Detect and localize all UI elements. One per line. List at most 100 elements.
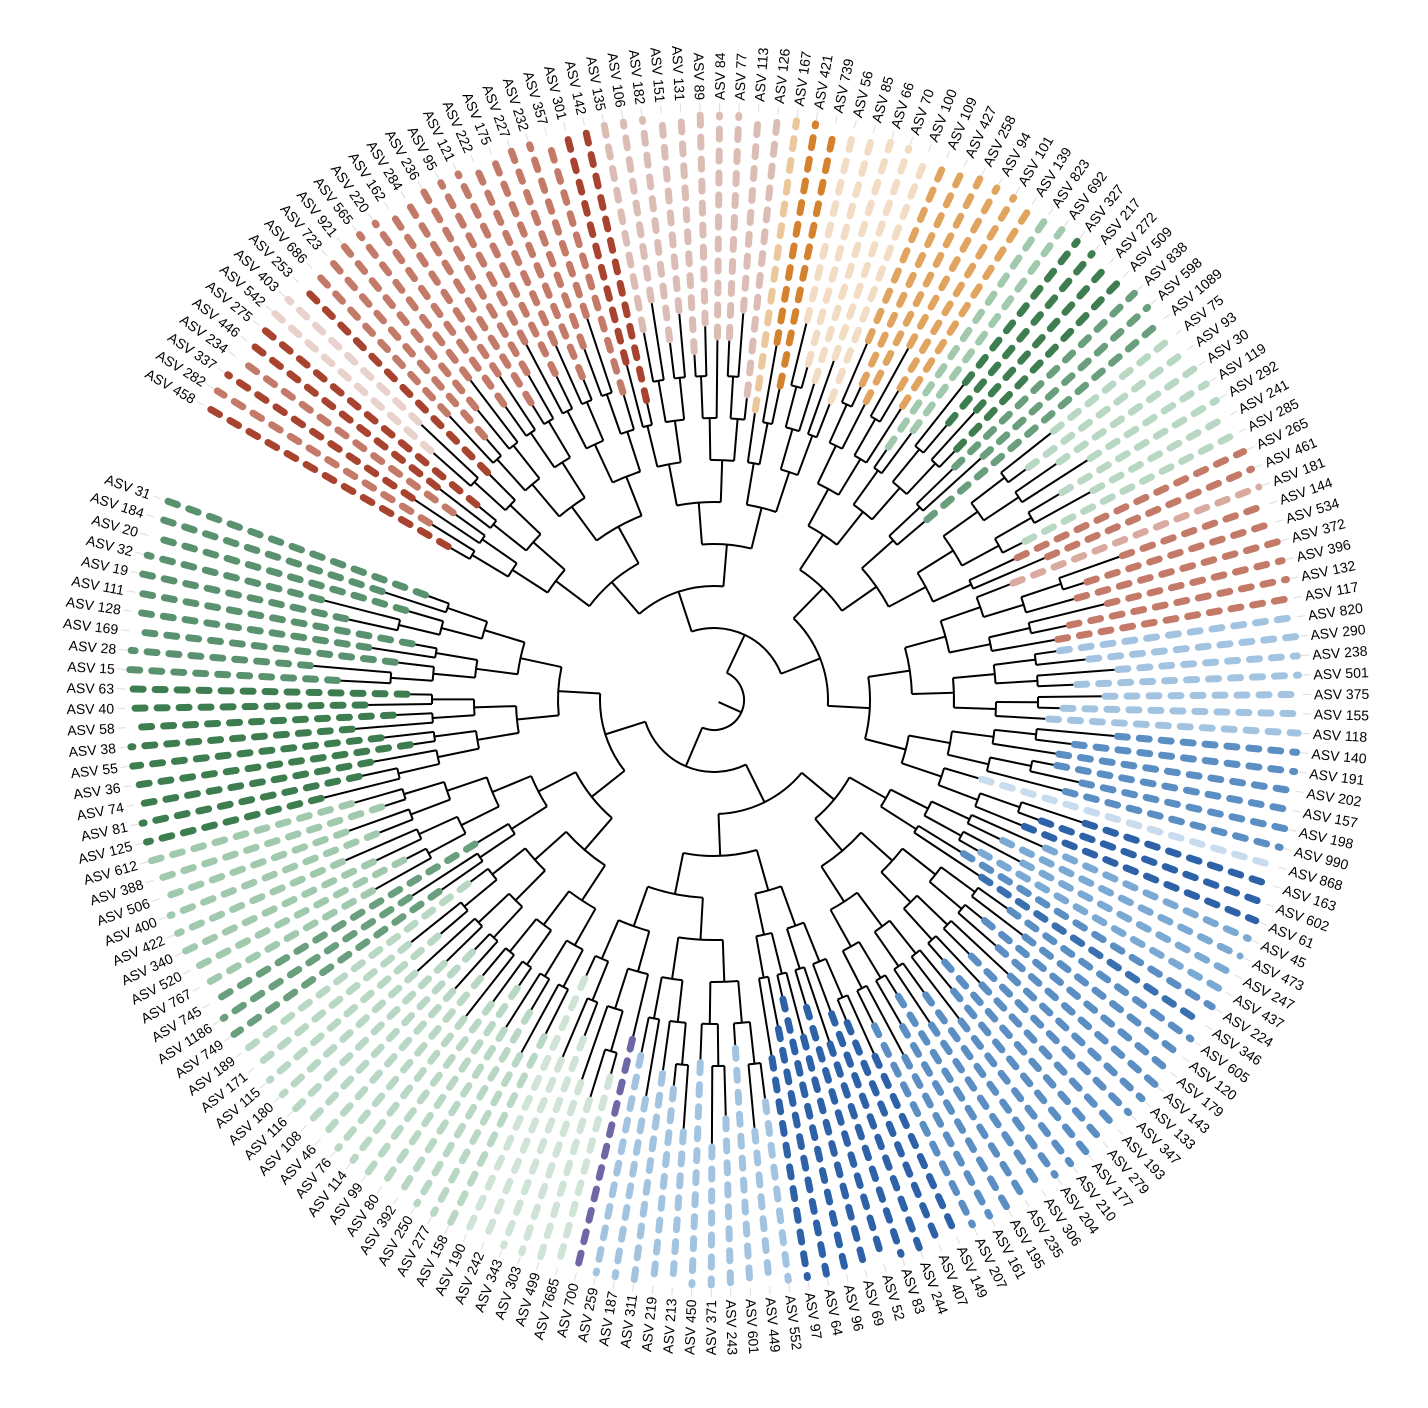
tree-branch [986,770,1066,793]
tree-node-arc [389,672,393,684]
tree-node-arc [701,671,745,731]
tree-node-arc [799,568,843,612]
tree-branch [971,895,1026,938]
leaf-tip-dash [776,124,839,390]
leaf-tip-dash [773,120,820,347]
tree-branch [672,1063,678,1090]
tree-branch [526,372,555,420]
leaf-label: ASV 311 [617,1293,640,1349]
tree-branch [593,443,614,483]
tree-branch [865,405,904,464]
leaf-tip-dash [340,243,480,412]
tree-branch [390,676,433,682]
tree-branch [880,430,915,474]
leaf-tip-dash [611,1095,650,1281]
tree-branch [911,691,954,696]
tree-branch [491,775,532,794]
tree-node-arc [443,781,452,800]
tree-branch [626,431,642,472]
leaf-tip-dash [403,198,535,407]
leaf-label: ASV 449 [763,1297,784,1354]
tree-branch [560,997,589,1061]
leaf-tip-dash [658,113,683,315]
tree-node-arc [893,962,904,971]
tree-branch [537,771,577,793]
leaf-tip-dash [1065,575,1290,629]
tree-branch [605,393,622,435]
leaf-label: ASV 238 [1312,643,1369,663]
leaf-guide-line [796,108,799,117]
tree-node-arc [504,499,516,511]
tree-branch [652,976,663,1019]
leaf-tip-dash [1019,859,1235,977]
leaf-label: ASV 64 [821,1287,846,1337]
leaf-tip-dash [843,1019,941,1245]
leaf-tip-dash [862,175,984,406]
tree-branch [786,928,801,969]
tree-branch [964,903,986,922]
leaf-guide-line [393,1196,399,1205]
leaf-guide-line [788,1284,791,1293]
leaf-tip-dash [219,894,413,1022]
leaf-guide-line [202,1003,210,1009]
leaf-tip-dash [779,995,849,1274]
leaf-guide-line [815,111,819,121]
leaf-tip-dash [581,125,650,405]
tree-branch [1007,466,1029,484]
tree-node-arc [888,535,898,546]
leaf-tip-dash [182,858,377,955]
tree-branch [922,422,950,454]
leaf-tip-dash [638,115,674,344]
leaf-guide-line [434,171,440,180]
tree-node-arc [460,901,469,912]
tree-branch [381,590,447,614]
leaf-tip-dash [396,1026,508,1198]
tree-branch [321,598,401,621]
leaf-tip-dash [127,725,356,751]
tree-node-arc [653,378,664,383]
tree-branch [971,814,1046,849]
tree-branch [509,504,542,535]
tree-node-arc [957,904,966,914]
tree-branch [983,496,1020,522]
tree-branch [474,705,517,709]
leaf-guide-line [1280,538,1289,542]
leaf-label: ASV 169 [62,615,119,637]
leaf-label: ASV 63 [66,680,114,697]
leaf-guide-line [883,1263,887,1272]
tree-branch [460,805,500,827]
tree-branch [483,436,502,457]
leaf-tip-dash [927,1021,1043,1190]
leaf-guide-line [909,136,914,145]
tree-branch [588,1049,607,1101]
tree-node-arc [987,637,993,652]
tree-branch [438,860,484,893]
tree-branch [991,638,1058,653]
tree-branch [708,981,712,1024]
leaf-tip-dash [1086,380,1210,462]
leaf-tip-dash [126,711,397,732]
leaf-guide-line [517,1256,521,1264]
tree-branch [418,421,479,479]
leaf-guide-line [1193,1040,1201,1047]
tree-node-arc [524,847,546,872]
tree-branch [922,455,984,512]
tree-node-arc [873,467,883,475]
tree-node-arc [1034,728,1038,740]
leaf-tip-dash [507,147,587,350]
tree-branch [609,1052,618,1078]
leaf-tip-dash [154,514,386,596]
tree-node-arc [748,1062,761,1066]
leaf-tip-dash [713,111,724,341]
tree-branch [1021,457,1091,504]
tree-branch [856,892,884,927]
leaf-tip-dash [258,324,481,509]
tree-node-arc [946,731,953,755]
tree-branch [737,310,745,377]
tree-branch [684,727,704,767]
tree-branch [968,556,1018,582]
tree-branch [841,950,863,989]
tree-branch [474,823,509,845]
tree-node-arc [756,931,772,938]
leaf-tip-dash [326,255,489,441]
